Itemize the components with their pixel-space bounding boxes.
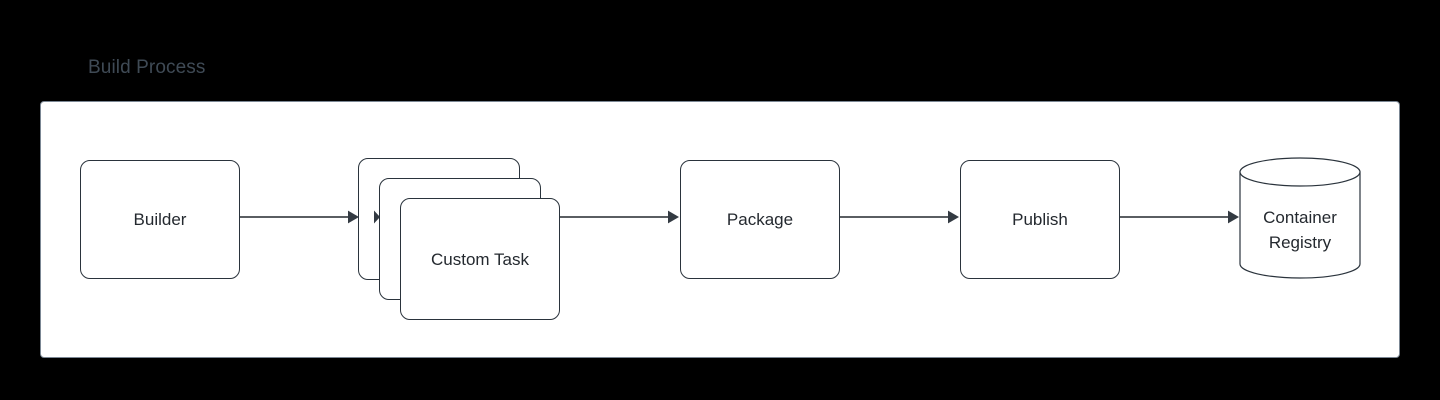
- group-title: Build Process: [88, 57, 206, 78]
- node-custom-task-label: Custom Task: [431, 249, 529, 269]
- edge-publish-to-container-registry: [1120, 207, 1240, 227]
- node-package[interactable]: Package: [680, 160, 840, 279]
- edge-nub-mid-card: [374, 210, 384, 224]
- edge-package-to-publish: [840, 207, 960, 227]
- node-custom-task-card-front[interactable]: Custom Task: [400, 198, 560, 320]
- node-package-label: Package: [726, 210, 794, 229]
- node-builder[interactable]: Builder: [80, 160, 240, 279]
- edge-custom-task-to-package: [560, 207, 680, 227]
- edge-builder-to-custom-task: [240, 207, 360, 227]
- node-publish[interactable]: Publish: [960, 160, 1120, 279]
- node-builder-label: Builder: [133, 210, 187, 229]
- node-publish-label: Publish: [1012, 210, 1068, 229]
- node-container-registry[interactable]: Container Registry: [1239, 157, 1361, 279]
